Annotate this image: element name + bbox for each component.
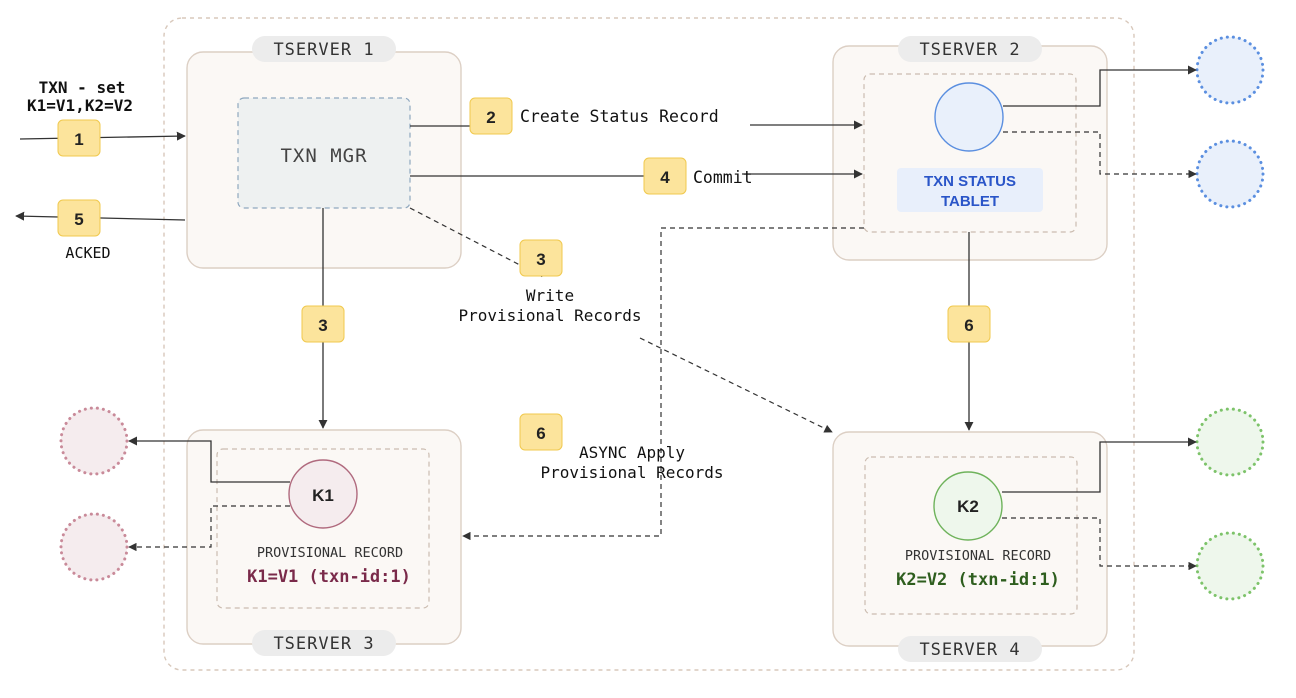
- k2-tablet-box: [864, 456, 1078, 615]
- step-badge-6-async-text: 6: [536, 424, 545, 443]
- k1-tablet-box: [216, 448, 430, 609]
- k1-replica-2: [59, 512, 129, 582]
- tserver-3: TSERVER 3 K1 PROVISIONAL RECORD K1=V1 (t…: [186, 429, 462, 656]
- write-label-line2: Provisional Records: [458, 306, 641, 325]
- k2-leader-node[interactable]: [933, 471, 1003, 541]
- k2-replica-2: [1195, 531, 1265, 601]
- k2-value: K2=V2 (txn-id:1): [896, 570, 1060, 590]
- step-badge-3-vertical: 3: [301, 305, 345, 343]
- replicate-k2-2: [1002, 517, 1197, 571]
- k1-leader-node[interactable]: [288, 459, 358, 529]
- cluster-boundary: [163, 17, 1135, 671]
- acked-label: ACKED: [65, 244, 110, 262]
- create-status-label: Create Status Record: [520, 107, 719, 126]
- status-tablet-leader-node[interactable]: [934, 82, 1004, 152]
- step-badge-3-diagonal: 3: [519, 239, 563, 277]
- async-label-line2: Provisional Records: [540, 463, 723, 482]
- replicate-k1-1: [128, 436, 290, 483]
- k1-value: K1=V1 (txn-id:1): [247, 567, 411, 587]
- k2-replica-1: [1195, 407, 1265, 477]
- step-badge-3-diagonal-text: 3: [536, 250, 545, 269]
- step-badge-1: 1: [57, 119, 101, 157]
- write-label-line1: Write: [526, 286, 574, 305]
- step-badge-5-text: 5: [74, 210, 83, 229]
- step-badge-5: 5: [57, 199, 101, 237]
- replicate-status-1: [1003, 65, 1197, 107]
- arrow-async-apply-k1: [462, 227, 864, 541]
- k1-replica-1: [59, 406, 129, 476]
- step-badge-6-vertical-text: 6: [964, 316, 973, 335]
- replicate-status-2: [1003, 131, 1197, 179]
- status-tablet-label-line1: TXN STATUS: [924, 173, 1016, 190]
- tserver-2-title: TSERVER 2: [919, 40, 1020, 60]
- arrow-txn-in: [19, 131, 186, 141]
- txn-input-line1: TXN - set: [39, 78, 126, 97]
- status-tablet-label-line2: TABLET: [941, 193, 999, 210]
- txn-mgr-box[interactable]: [237, 97, 411, 209]
- tserver-3-title: TSERVER 3: [273, 634, 374, 654]
- arrow-create-status: [410, 125, 862, 126]
- replicate-k2-1: [1002, 437, 1197, 493]
- status-tablet-label-bg: [897, 168, 1043, 212]
- step-badge-2-text: 2: [486, 108, 495, 127]
- step-badge-6-async: 6: [519, 413, 563, 451]
- k1-caption: PROVISIONAL RECORD: [257, 545, 403, 561]
- step-badge-4-text: 4: [660, 168, 670, 187]
- step-badge-4: 4: [643, 157, 687, 195]
- tserver-2-tag: [898, 36, 1042, 62]
- async-label-line1: ASYNC Apply: [579, 443, 685, 462]
- tserver-1-title: TSERVER 1: [273, 40, 374, 60]
- k2-caption: PROVISIONAL RECORD: [905, 548, 1051, 564]
- step-badge-1-text: 1: [74, 130, 83, 149]
- commit-label: Commit: [693, 168, 753, 187]
- k2-key-label: K2: [957, 497, 979, 516]
- txn-input-line2: K1=V1,K2=V2: [27, 96, 133, 115]
- arrow-commit: [410, 174, 862, 176]
- tserver-1-tag: [252, 36, 396, 62]
- step-badge-3-vertical-text: 3: [318, 316, 327, 335]
- tserver-4-tag: [898, 636, 1042, 662]
- tserver-2: TSERVER 2 TXN STATUS TABLET: [832, 36, 1108, 261]
- replicate-k1-2: [128, 505, 290, 552]
- status-replica-1: [1195, 35, 1265, 105]
- tserver-4-title: TSERVER 4: [919, 640, 1020, 660]
- tserver-3-tag: [252, 630, 396, 656]
- tserver-4: TSERVER 4 K2 PROVISIONAL RECORD K2=V2 (t…: [832, 431, 1108, 662]
- status-tablet-box: [863, 73, 1077, 233]
- status-replica-2: [1195, 139, 1265, 209]
- tserver-1: TSERVER 1 TXN MGR: [186, 36, 462, 269]
- k1-key-label: K1: [312, 486, 334, 505]
- step-badge-6-vertical: 6: [947, 305, 991, 343]
- step-badge-2: 2: [469, 97, 513, 135]
- txn-mgr-label: TXN MGR: [280, 145, 367, 167]
